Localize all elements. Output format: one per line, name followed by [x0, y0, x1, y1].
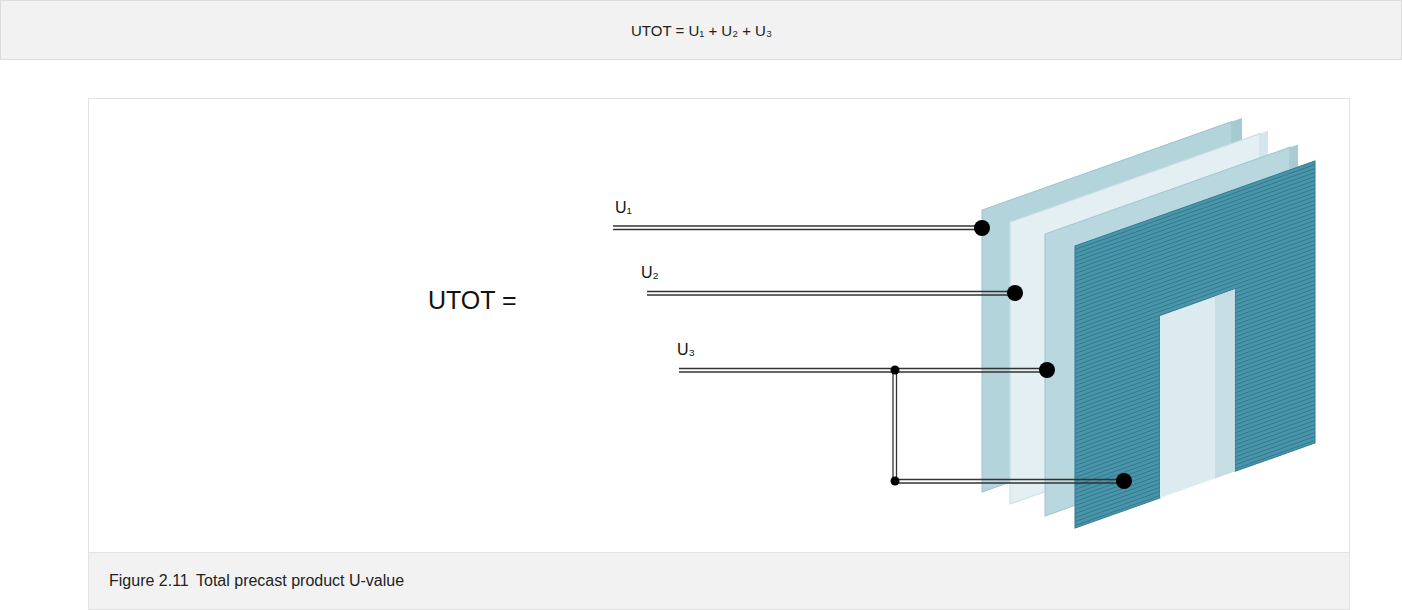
figure-panel	[89, 99, 1350, 553]
layer-u-label: U₃	[677, 341, 695, 359]
formula-lead: UTOT =	[428, 286, 517, 315]
formula-text: UTOT = U₁ + U₂ + U₃	[631, 22, 772, 39]
leader-dots	[891, 220, 1133, 489]
leader-lines	[613, 226, 1120, 483]
figure-caption: Total precast product U-value	[196, 572, 404, 590]
formula-band: UTOT = U₁ + U₂ + U₃	[0, 0, 1402, 60]
brick-layer	[1075, 161, 1315, 528]
layer-u-label: U₂	[641, 264, 659, 282]
figure-number: Figure 2.11	[109, 572, 189, 590]
layer-u-label: U₁	[615, 199, 632, 217]
caption-band: Figure 2.11 Total precast product U-value	[88, 552, 1350, 610]
